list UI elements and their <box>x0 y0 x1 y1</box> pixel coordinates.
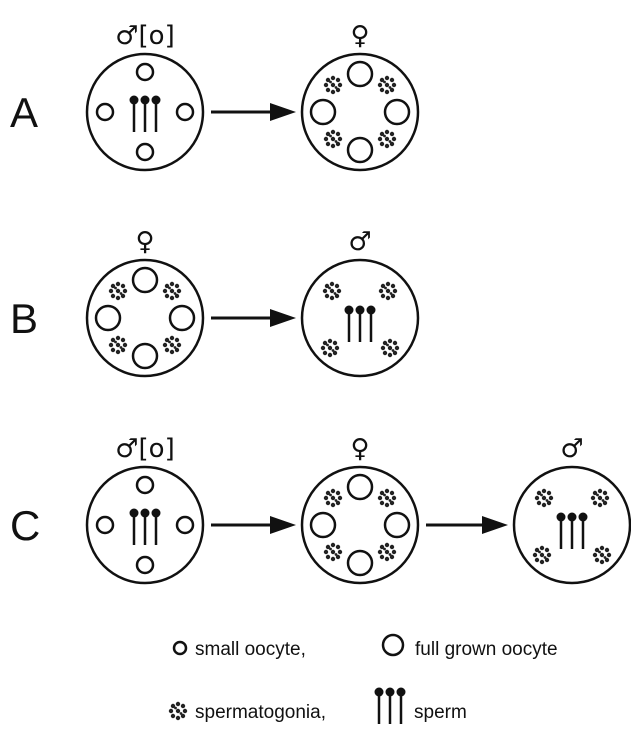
spermatogonia-icon <box>168 701 188 721</box>
small-oocyte-icon <box>172 640 188 656</box>
full-grown-oocyte-icon <box>383 511 411 539</box>
spermatogonia-icon <box>320 338 340 358</box>
full-grown-oocyte-icon <box>168 304 196 332</box>
sex-label: ♀ <box>135 227 154 257</box>
spermatogonia-icon <box>323 129 343 149</box>
spermatogonia-icon <box>323 542 343 562</box>
legend-sperm-label: sperm <box>414 702 467 723</box>
small-oocyte-icon <box>135 142 155 162</box>
sperm-icon <box>128 507 162 547</box>
full-grown-oocyte-icon <box>346 549 374 577</box>
gonad-circle <box>300 465 420 585</box>
spermatogonia-icon <box>108 335 128 355</box>
stage: ♂ <box>512 434 631 585</box>
stage: ♂[o] <box>85 21 205 172</box>
sex-label: ♀ <box>350 434 369 464</box>
arrow-icon <box>211 516 296 534</box>
spermatogonia-icon <box>162 335 182 355</box>
stage: ♀ <box>300 21 420 172</box>
row-letter: B <box>10 295 38 342</box>
full-grown-oocyte-icon <box>346 473 374 501</box>
arrow-icon <box>211 103 296 121</box>
full-grown-oocyte-icon <box>346 60 374 88</box>
spermatogonia-icon <box>377 75 397 95</box>
stage: ♀ <box>85 227 205 378</box>
spermatogonia-icon <box>592 545 612 565</box>
spermatogonia-icon <box>377 129 397 149</box>
small-oocyte-icon <box>135 62 155 82</box>
full-grown-oocyte-icon <box>131 266 159 294</box>
row-b: B ♀ ♂ <box>10 227 420 378</box>
spermatogonia-icon <box>108 281 128 301</box>
sperm-icon <box>128 94 162 134</box>
spermatogonia-icon <box>534 488 554 508</box>
sex-label: ♂ <box>560 434 583 464</box>
small-oocyte-icon <box>135 475 155 495</box>
spermatogonia-icon <box>323 488 343 508</box>
spermatogonia-icon <box>377 542 397 562</box>
arrow-icon <box>426 516 508 534</box>
legend-small-oocyte-label: small oocyte, <box>195 639 306 660</box>
row-letter: A <box>10 89 38 136</box>
spermatogonia-icon <box>322 281 342 301</box>
spermatogonia-icon <box>162 281 182 301</box>
full-grown-oocyte-icon <box>309 98 337 126</box>
diagram-rows: A ♂[o] ♀ B ♀ ♂ C ♂[o] ♀ ♂ <box>10 21 631 585</box>
gonad-circle <box>300 258 420 378</box>
small-oocyte-icon <box>135 555 155 575</box>
spermatogonia-icon <box>532 545 552 565</box>
row-a: A ♂[o] ♀ <box>10 21 420 172</box>
arrow-icon <box>211 309 296 327</box>
sperm-icon <box>343 304 377 344</box>
full-grown-oocyte-icon <box>94 304 122 332</box>
stage: ♂ <box>300 227 420 378</box>
sex-label: ♂[o] <box>115 21 175 51</box>
legend-full-grown-oocyte-label: full grown oocyte <box>415 639 558 660</box>
row-letter: C <box>10 502 40 549</box>
full-grown-oocyte-icon <box>381 633 405 657</box>
sperm-icon <box>373 686 407 726</box>
gonad-circle <box>85 52 205 172</box>
small-oocyte-icon <box>175 102 195 122</box>
legend-spermatogonia-label: spermatogonia, <box>195 702 326 723</box>
spermatogonia-icon <box>323 75 343 95</box>
spermatogonia-icon <box>377 488 397 508</box>
gonad-circle <box>512 465 631 585</box>
small-oocyte-icon <box>95 515 115 535</box>
spermatogonia-icon <box>380 338 400 358</box>
sex-label: ♂ <box>348 227 371 257</box>
small-oocyte-icon <box>95 102 115 122</box>
full-grown-oocyte-icon <box>309 511 337 539</box>
spermatogonia-icon <box>378 281 398 301</box>
full-grown-oocyte-icon <box>131 342 159 370</box>
sex-label: ♂[o] <box>115 434 175 464</box>
full-grown-oocyte-icon <box>346 136 374 164</box>
legend: small oocyte, full grown oocyte spermato… <box>168 633 558 726</box>
row-c: C ♂[o] ♀ ♂ <box>10 434 631 585</box>
spermatogonia-icon <box>590 488 610 508</box>
sperm-icon <box>555 511 589 551</box>
gonad-circle <box>85 258 205 378</box>
small-oocyte-icon <box>175 515 195 535</box>
sex-label: ♀ <box>350 21 369 51</box>
full-grown-oocyte-icon <box>383 98 411 126</box>
stage: ♂[o] <box>85 434 205 585</box>
gonad-circle <box>300 52 420 172</box>
stage: ♀ <box>300 434 420 585</box>
gonad-circle <box>85 465 205 585</box>
